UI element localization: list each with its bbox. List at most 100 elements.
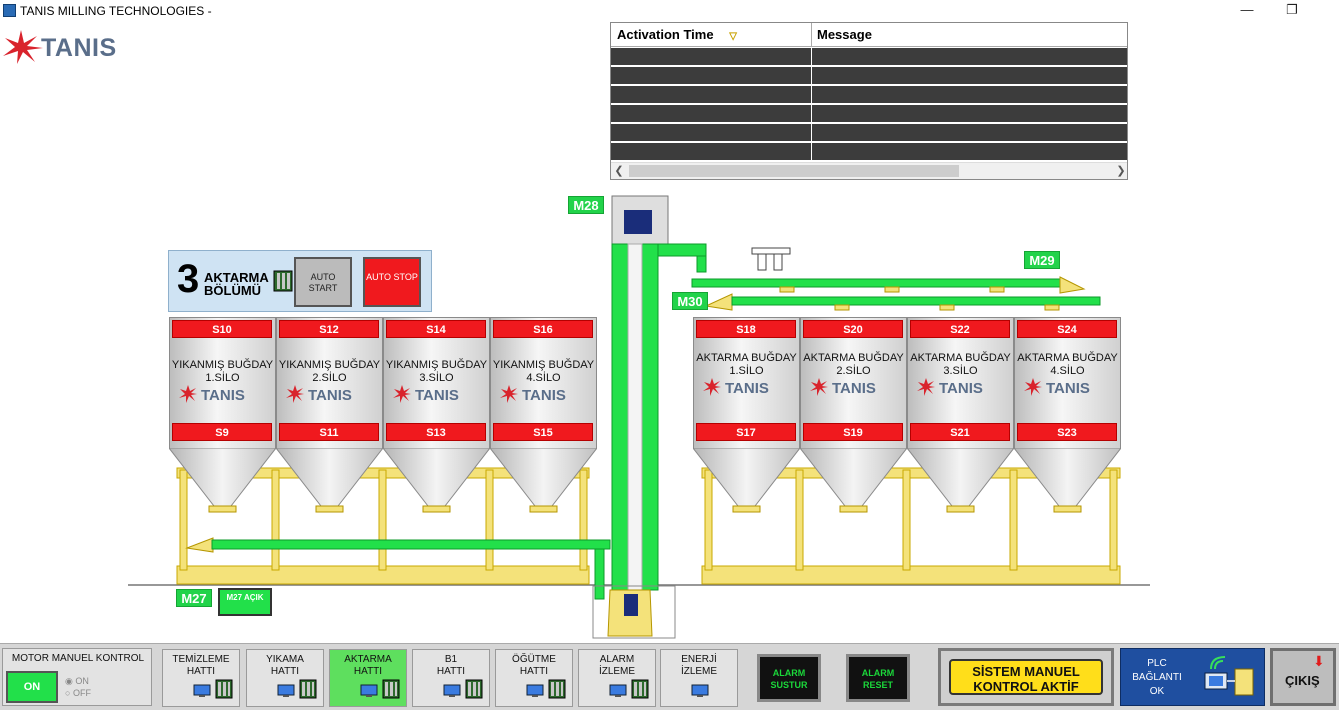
alarm-mute-button[interactable]: ALARM SUSTUR bbox=[757, 654, 821, 702]
table-row[interactable] bbox=[611, 105, 1127, 123]
alarm-table-header: Activation Time ▽ Message bbox=[611, 23, 1127, 47]
svg-text:TANIS: TANIS bbox=[415, 387, 459, 403]
scrollbar-thumb[interactable] bbox=[629, 165, 959, 177]
silo-tanis-logo: TANIS bbox=[703, 378, 769, 397]
silo-hopper bbox=[905, 447, 1016, 520]
conveyor-m27 bbox=[185, 537, 611, 600]
window-title: TANIS MILLING TECHNOLOGIES - bbox=[20, 4, 212, 18]
sort-indicator-icon: ▽ bbox=[729, 31, 737, 42]
silo-bottom-sensor[interactable]: S21 bbox=[910, 423, 1010, 441]
auto-stop-button[interactable]: AUTO STOP bbox=[363, 257, 421, 307]
column-activation-time[interactable]: Activation Time ▽ bbox=[611, 23, 811, 47]
silo-bottom-sensor[interactable]: S9 bbox=[172, 423, 272, 441]
radio-on[interactable]: ◉ ON bbox=[65, 676, 89, 686]
monitor-icon bbox=[193, 684, 211, 697]
silo-hopper bbox=[274, 447, 385, 520]
silo-bottom-sensor[interactable]: S17 bbox=[696, 423, 796, 441]
silo-hopper bbox=[691, 447, 802, 520]
radio-off-icon[interactable]: ○ bbox=[65, 688, 71, 698]
silo-top-sensor[interactable]: S12 bbox=[279, 320, 379, 338]
radio-on-icon[interactable]: ◉ bbox=[65, 676, 73, 686]
right-silo-frame bbox=[701, 467, 1121, 585]
svg-text:TANIS: TANIS bbox=[1046, 380, 1090, 396]
horizontal-scrollbar[interactable]: ❮ ❯ bbox=[611, 162, 1127, 179]
motor-label-m30[interactable]: M30 bbox=[672, 292, 708, 310]
section-number: 3 bbox=[177, 257, 200, 301]
section-title-line2: BÖLÜMÜ bbox=[204, 283, 262, 298]
svg-text:TANIS: TANIS bbox=[522, 387, 566, 403]
silo-hopper bbox=[167, 447, 278, 520]
section-panel: 3 AKTARMA BÖLÜMÜ AUTO START AUTO STOP bbox=[168, 250, 432, 312]
monitor-icon bbox=[443, 684, 461, 697]
radio-off[interactable]: ○ OFF bbox=[65, 688, 91, 698]
silo-hopper bbox=[1012, 447, 1123, 520]
silo-hopper bbox=[798, 447, 909, 520]
motor-manual-panel: MOTOR MANUEL KONTROL ON ◉ ON ○ OFF bbox=[2, 648, 152, 706]
silo-group-icon bbox=[548, 679, 566, 699]
plc-status-text: PLC BAĞLANTI OK bbox=[1132, 658, 1182, 697]
silo-top-sensor[interactable]: S22 bbox=[910, 320, 1010, 338]
motor-label-m27[interactable]: M27 bbox=[176, 589, 212, 607]
alarm-table[interactable]: Activation Time ▽ Message ❮ ❯ bbox=[610, 22, 1128, 180]
system-status-panel: SİSTEM MANUEL KONTROL AKTİF bbox=[938, 648, 1114, 706]
table-row[interactable] bbox=[611, 143, 1127, 161]
svg-text:TANIS: TANIS bbox=[832, 380, 876, 396]
silo-bottom-sensor[interactable]: S13 bbox=[386, 423, 486, 441]
diverter-valve bbox=[751, 247, 791, 271]
conveyor-m29 bbox=[691, 276, 1086, 294]
alarm-reset-button[interactable]: ALARM RESET bbox=[846, 654, 910, 702]
motor-label-m29[interactable]: M29 bbox=[1024, 251, 1060, 269]
minimize-button[interactable]: — bbox=[1240, 2, 1254, 17]
table-row[interactable] bbox=[611, 124, 1127, 142]
silo-top-sensor[interactable]: S20 bbox=[803, 320, 903, 338]
section-title-line1: AKTARMA bbox=[204, 270, 269, 285]
motor-label-m28[interactable]: M28 bbox=[568, 196, 604, 214]
column-message[interactable]: Message bbox=[817, 27, 872, 42]
silo-bottom-sensor[interactable]: S15 bbox=[493, 423, 593, 441]
silo-bottom-sensor[interactable]: S11 bbox=[279, 423, 379, 441]
silo-top-sensor[interactable]: S14 bbox=[386, 320, 486, 338]
silo-logo: TANIS bbox=[393, 385, 483, 404]
monitor-icon bbox=[609, 684, 627, 697]
silo-top-sensor[interactable]: S10 bbox=[172, 320, 272, 338]
restore-button[interactable]: ❐ bbox=[1286, 2, 1298, 17]
logo-text: TANIS bbox=[41, 34, 117, 62]
scroll-right-icon[interactable]: ❯ bbox=[1116, 165, 1126, 177]
plc-network-icon bbox=[1204, 656, 1254, 696]
silo-tanis-logo: TANIS bbox=[917, 378, 983, 397]
silo-tanis-logo: TANIS bbox=[286, 385, 352, 404]
conveyor-m30 bbox=[704, 293, 1101, 311]
auto-start-button[interactable]: AUTO START bbox=[294, 257, 352, 307]
exit-button[interactable]: ⬇ ÇIKIŞ bbox=[1270, 648, 1336, 706]
scroll-left-icon[interactable]: ❮ bbox=[614, 165, 624, 177]
silo-top-sensor[interactable]: S24 bbox=[1017, 320, 1117, 338]
silo-hopper bbox=[381, 447, 492, 520]
table-row[interactable] bbox=[611, 86, 1127, 104]
silo-bottom-sensor[interactable]: S19 bbox=[803, 423, 903, 441]
manual-radio-group[interactable]: ◉ ON ○ OFF bbox=[65, 675, 91, 699]
silo-top-sensor[interactable]: S18 bbox=[696, 320, 796, 338]
silo-top-sensor[interactable]: S16 bbox=[493, 320, 593, 338]
svg-text:TANIS: TANIS bbox=[725, 380, 769, 396]
table-row[interactable] bbox=[611, 48, 1127, 66]
svg-text:TANIS: TANIS bbox=[939, 380, 983, 396]
manual-on-button[interactable]: ON bbox=[6, 671, 58, 703]
silo-hopper bbox=[488, 447, 599, 520]
silo-bottom-sensor[interactable]: S23 bbox=[1017, 423, 1117, 441]
table-row[interactable] bbox=[611, 67, 1127, 85]
title-bar: TANIS MILLING TECHNOLOGIES - — ❐ bbox=[0, 0, 1339, 22]
m27-status-indicator[interactable]: M27 AÇIK bbox=[218, 588, 272, 616]
